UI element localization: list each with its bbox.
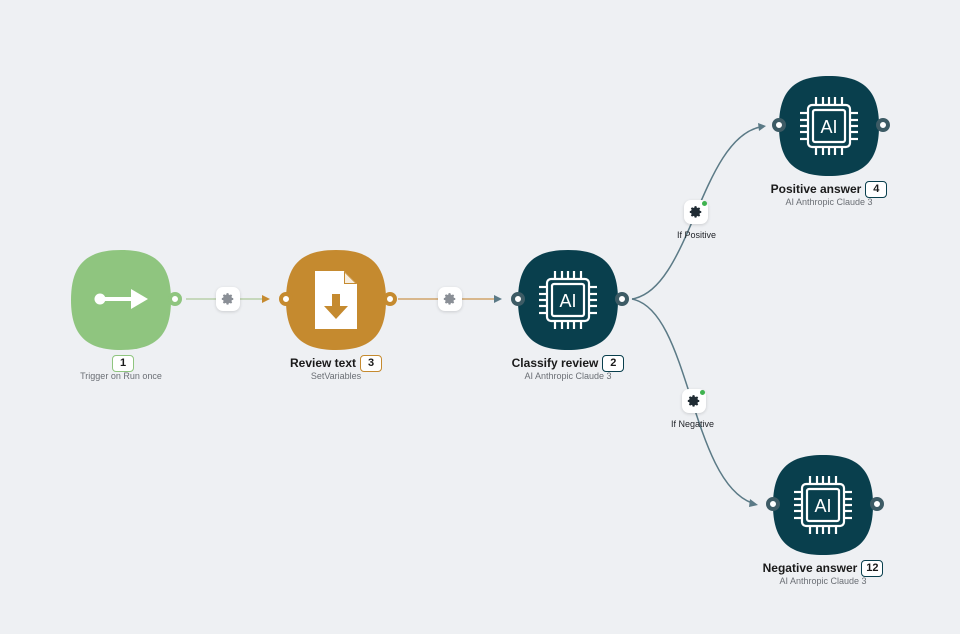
module-subtitle: AI Anthropic Claude 3 [785,197,873,207]
gear-icon [687,395,700,407]
input-port[interactable] [772,118,786,132]
link-arrow-trigger-review [262,295,270,303]
gear-icon [221,293,234,305]
input-port[interactable] [279,292,293,306]
module-subtitle: AI Anthropic Claude 3 [524,371,612,381]
module-id-badge: 3 [360,355,383,372]
input-port[interactable] [766,497,780,511]
link-arrow-classify-negative [749,499,758,507]
ai-chip-label: AI [820,117,837,137]
module-shape[interactable] [286,250,386,350]
arrow-right-icon [94,289,148,309]
module-title: Review text [289,356,357,370]
filter-review-classify[interactable] [438,287,462,311]
gear-icon [689,206,702,218]
module-subtitle: SetVariables [310,371,362,381]
module-shape[interactable]: AI [779,76,879,176]
filter-active-indicator [702,201,707,206]
module-id-badge: 2 [602,355,625,372]
module-title: Negative answer [762,561,858,575]
module-shape[interactable]: AI [518,250,618,350]
filter-if-positive[interactable] [684,200,708,224]
module-shape[interactable]: AI [773,455,873,555]
route-label-negative: If Negative [671,419,715,429]
module-id-badge: 12 [861,560,884,577]
input-port[interactable] [511,292,525,306]
module-subtitle: Trigger on Run once [80,371,162,381]
module-title: Positive answer [770,182,862,196]
output-port[interactable] [870,497,884,511]
module-id-badge: 1 [112,355,134,372]
link-arrow-review-classify [494,295,502,303]
output-port[interactable] [383,292,397,306]
ai-chip-icon [794,476,852,534]
module-title: Classify review [511,356,599,370]
module-id-badge: 4 [865,181,888,198]
module-subtitle: AI Anthropic Claude 3 [779,576,867,586]
filter-active-indicator [700,390,705,395]
link-arrow-classify-positive [758,123,766,131]
ai-chip-label: AI [814,496,831,516]
output-port[interactable] [876,118,890,132]
module-shape[interactable] [71,250,171,350]
filter-if-negative[interactable] [682,389,706,413]
ai-chip-label: AI [559,291,576,311]
route-label-positive: If Positive [677,230,717,240]
output-port[interactable] [615,292,629,306]
module-title-row: 1 [11,354,231,372]
document-download-icon [315,271,357,329]
gear-icon [443,293,456,305]
ai-chip-icon [539,271,597,329]
output-port[interactable] [168,292,182,306]
filter-trigger-review[interactable] [216,287,240,311]
ai-chip-icon [800,97,858,155]
